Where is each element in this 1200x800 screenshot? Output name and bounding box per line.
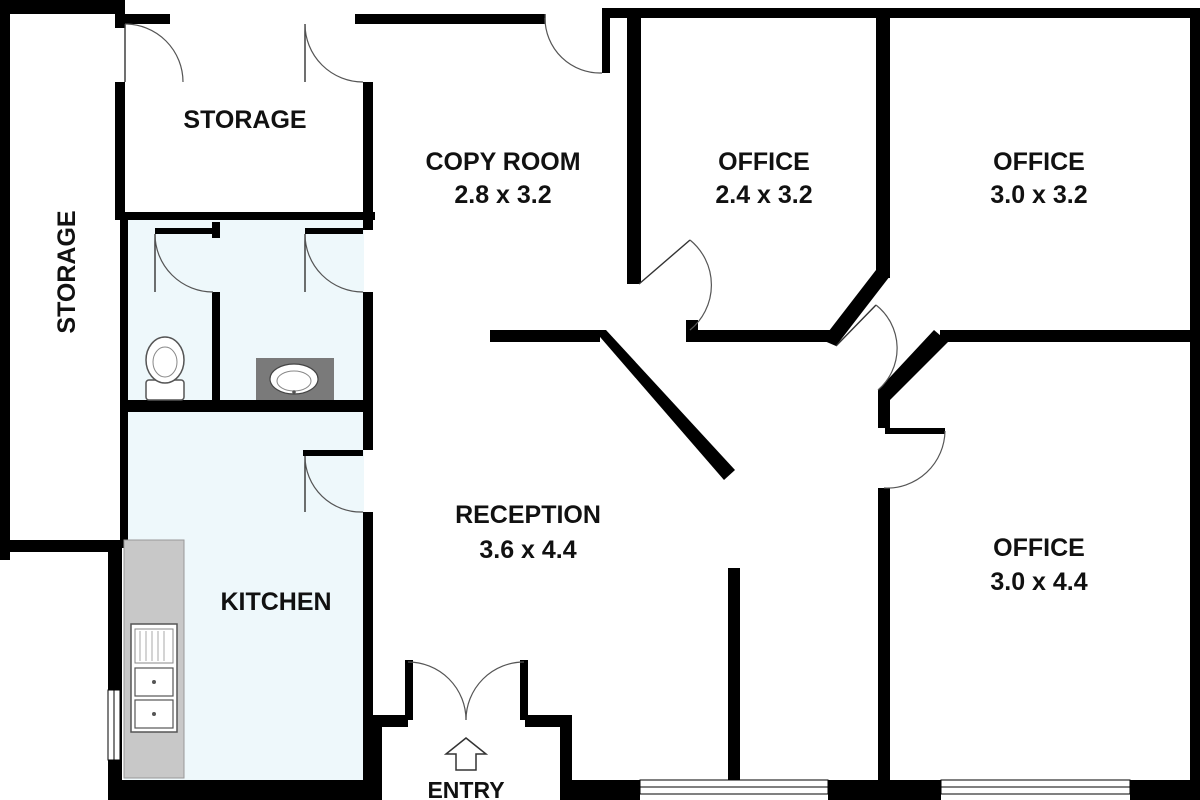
wall	[115, 82, 125, 212]
wall	[120, 218, 128, 548]
wall	[363, 292, 373, 412]
room-label-kitchen: KITCHEN	[220, 588, 331, 616]
wall	[0, 0, 10, 560]
wall	[878, 390, 890, 428]
wall	[560, 780, 640, 800]
room-dims-reception: 3.6 x 4.4	[479, 536, 576, 564]
door	[638, 239, 712, 331]
wall	[605, 8, 1200, 18]
room-label-reception: RECEPTION	[455, 501, 601, 529]
wall	[374, 715, 408, 727]
wall	[0, 540, 120, 552]
room-label-storage-left: STORAGE	[53, 210, 81, 333]
wall	[212, 292, 220, 404]
wall	[108, 540, 122, 800]
room-dims-office-a: 2.4 x 3.2	[715, 181, 812, 209]
wall	[108, 780, 378, 800]
doors	[124, 14, 946, 721]
wall	[405, 660, 413, 720]
room-dims-copy-room: 2.8 x 3.2	[454, 181, 551, 209]
wall	[690, 330, 830, 342]
door	[304, 233, 364, 293]
room-dims-office-c: 3.0 x 4.4	[990, 568, 1087, 596]
entry-label: ENTRY	[427, 777, 504, 800]
wall	[885, 428, 945, 434]
wall	[822, 270, 890, 346]
kitchen-sink-icon	[130, 623, 178, 733]
wall	[115, 212, 375, 220]
wall	[490, 330, 600, 342]
wall	[940, 330, 1200, 342]
wall	[0, 0, 125, 14]
wall	[115, 14, 170, 24]
door	[304, 455, 364, 513]
door	[154, 233, 214, 293]
wall	[876, 8, 890, 278]
wall	[120, 400, 372, 412]
entry-arrow-icon	[443, 737, 489, 771]
wall	[363, 512, 373, 787]
wall	[355, 14, 545, 24]
wall	[1130, 780, 1200, 800]
room-label-copy-room: COPY ROOM	[425, 148, 580, 176]
room-label-office-a: OFFICE	[718, 148, 810, 176]
room-label-office-c: OFFICE	[993, 534, 1085, 562]
wall	[303, 450, 363, 456]
wall	[212, 222, 220, 238]
wall	[627, 272, 639, 284]
wall	[560, 715, 572, 800]
windows	[107, 689, 1131, 795]
door	[544, 14, 603, 74]
toilet-icon	[145, 336, 185, 401]
wall	[728, 568, 740, 780]
door	[304, 23, 364, 83]
room-label-storage-top: STORAGE	[183, 106, 306, 134]
room-labels: STORAGE STORAGE COPY ROOM 2.8 x 3.2 OFFI…	[53, 106, 1088, 800]
fixtures	[123, 336, 489, 779]
door	[124, 23, 184, 83]
wall	[520, 660, 528, 720]
vanity-sink-icon	[256, 358, 334, 400]
wall	[1190, 8, 1200, 800]
wall	[627, 8, 641, 283]
wall	[363, 410, 373, 450]
wall	[878, 488, 890, 788]
entry-door	[407, 661, 525, 721]
wall	[525, 715, 565, 727]
wall	[305, 228, 363, 234]
wall	[828, 780, 941, 800]
wall	[594, 330, 735, 480]
room-label-office-b: OFFICE	[993, 148, 1085, 176]
wall	[363, 82, 373, 230]
room-dims-office-b: 3.0 x 3.2	[990, 181, 1087, 209]
wall	[155, 228, 215, 234]
door	[835, 304, 898, 391]
wall	[878, 330, 948, 400]
door	[883, 430, 946, 489]
wall	[602, 8, 610, 73]
